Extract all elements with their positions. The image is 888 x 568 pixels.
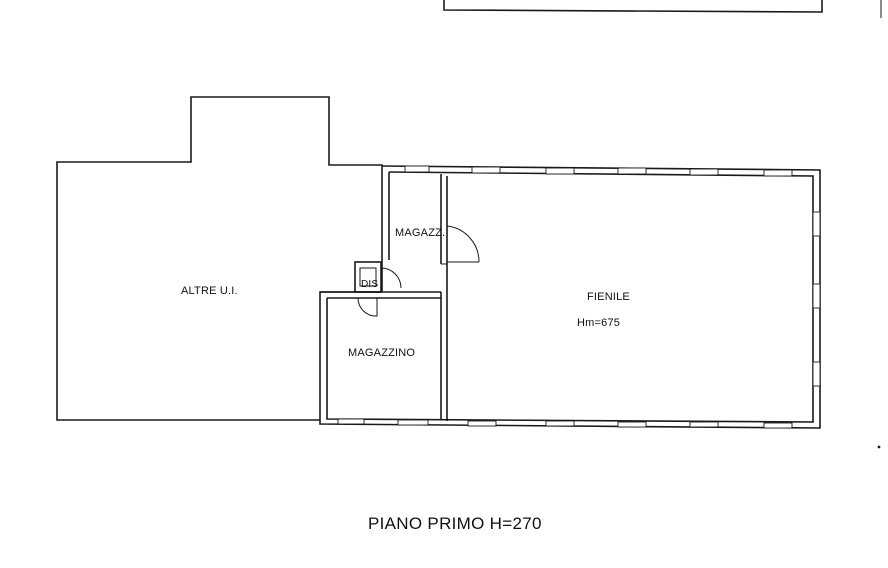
main-building-walls — [319, 165, 821, 429]
magazzino-label: MAGAZZINO — [348, 347, 415, 359]
dis-label: DIS — [361, 279, 378, 290]
plan-caption: PIANO PRIMO H=270 — [368, 514, 542, 533]
bottom-windows — [337, 418, 793, 429]
magazz-label: MAGAZZ. — [395, 227, 445, 239]
door-swings — [357, 225, 480, 317]
altre-ui-label: ALTRE U.I. — [181, 285, 238, 297]
altre-ui-outline — [56, 96, 383, 421]
top-windows — [404, 165, 793, 177]
fienile-height-label: Hm=675 — [577, 317, 620, 329]
stray-marks — [877, 445, 881, 449]
right-windows — [812, 211, 821, 387]
upper-building-fragment — [443, 0, 882, 18]
fienile-label: FIENILE — [587, 291, 630, 303]
